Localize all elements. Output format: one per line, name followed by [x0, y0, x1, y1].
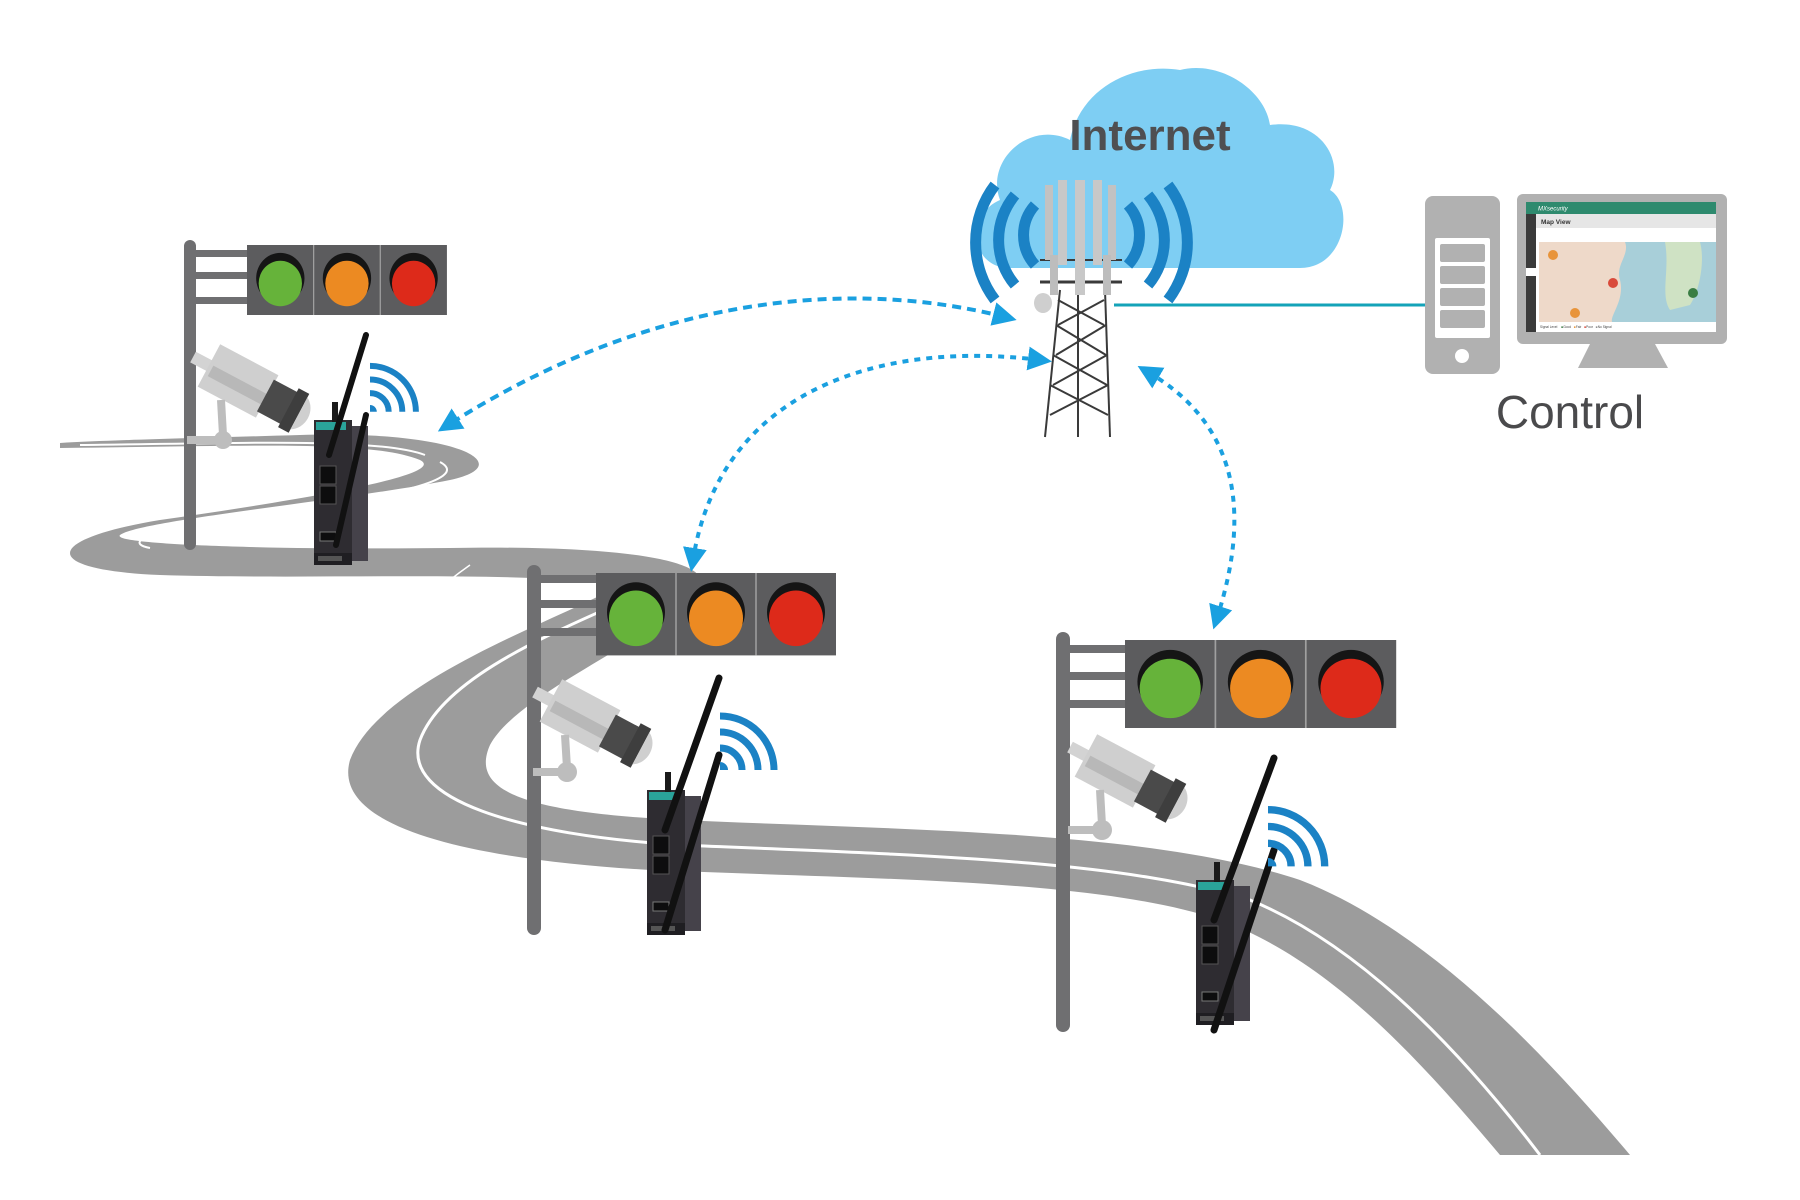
control-center: MXsecurity Map View Signal Level ■Good ■…	[1425, 194, 1727, 438]
traffic-light	[246, 244, 448, 316]
orange-light	[689, 590, 743, 647]
monitor-icon: MXsecurity Map View Signal Level ■Good ■…	[1517, 194, 1727, 368]
tower-signal-waves-icon	[970, 181, 1193, 304]
camera-icon	[1058, 725, 1197, 840]
wifi-icon	[720, 716, 774, 770]
winding-road	[60, 434, 1630, 1156]
traffic-pole	[184, 240, 248, 550]
traffic-pole	[1056, 632, 1126, 1032]
screen-legend: Signal Level ■Good ■Fair ■Poor ■No Signa…	[1540, 325, 1612, 329]
intersection-3	[1056, 632, 1398, 1034]
map-marker	[1688, 288, 1698, 298]
red-light	[769, 590, 823, 647]
map-marker	[1608, 278, 1618, 288]
internet-cloud: Internet	[976, 68, 1344, 269]
intersection-1	[181, 240, 448, 566]
router-icon	[646, 674, 723, 936]
wifi-icon	[370, 366, 416, 412]
screen-view-title: Map View	[1541, 219, 1571, 226]
intersection-2	[523, 565, 837, 936]
green-light	[258, 260, 302, 307]
traffic-light	[595, 572, 837, 657]
wifi-icon	[1268, 810, 1325, 867]
red-light	[1320, 658, 1382, 719]
internet-label: Internet	[1069, 111, 1231, 160]
traffic-light	[1124, 639, 1398, 729]
control-screen: MXsecurity Map View Signal Level ■Good ■…	[1526, 202, 1716, 332]
map-marker	[1548, 250, 1558, 260]
pc-tower-icon	[1425, 196, 1500, 374]
router-icon	[1195, 754, 1278, 1034]
map-marker	[1570, 308, 1580, 318]
link-tower-intersection-2	[683, 346, 1052, 572]
traffic-pole	[527, 565, 597, 935]
green-light	[1139, 658, 1201, 719]
orange-light	[1230, 658, 1292, 719]
screen-app-name: MXsecurity	[1538, 207, 1569, 213]
red-light	[391, 260, 436, 307]
link-tower-intersection-3	[1137, 365, 1237, 630]
camera-icon	[181, 335, 320, 449]
control-label: Control	[1496, 386, 1644, 438]
green-light	[609, 590, 663, 647]
orange-light	[325, 260, 369, 307]
router-icon	[313, 332, 369, 566]
cell-tower-icon	[1034, 180, 1122, 438]
link-tower-intersection-1	[437, 296, 1017, 432]
camera-icon	[523, 670, 662, 782]
